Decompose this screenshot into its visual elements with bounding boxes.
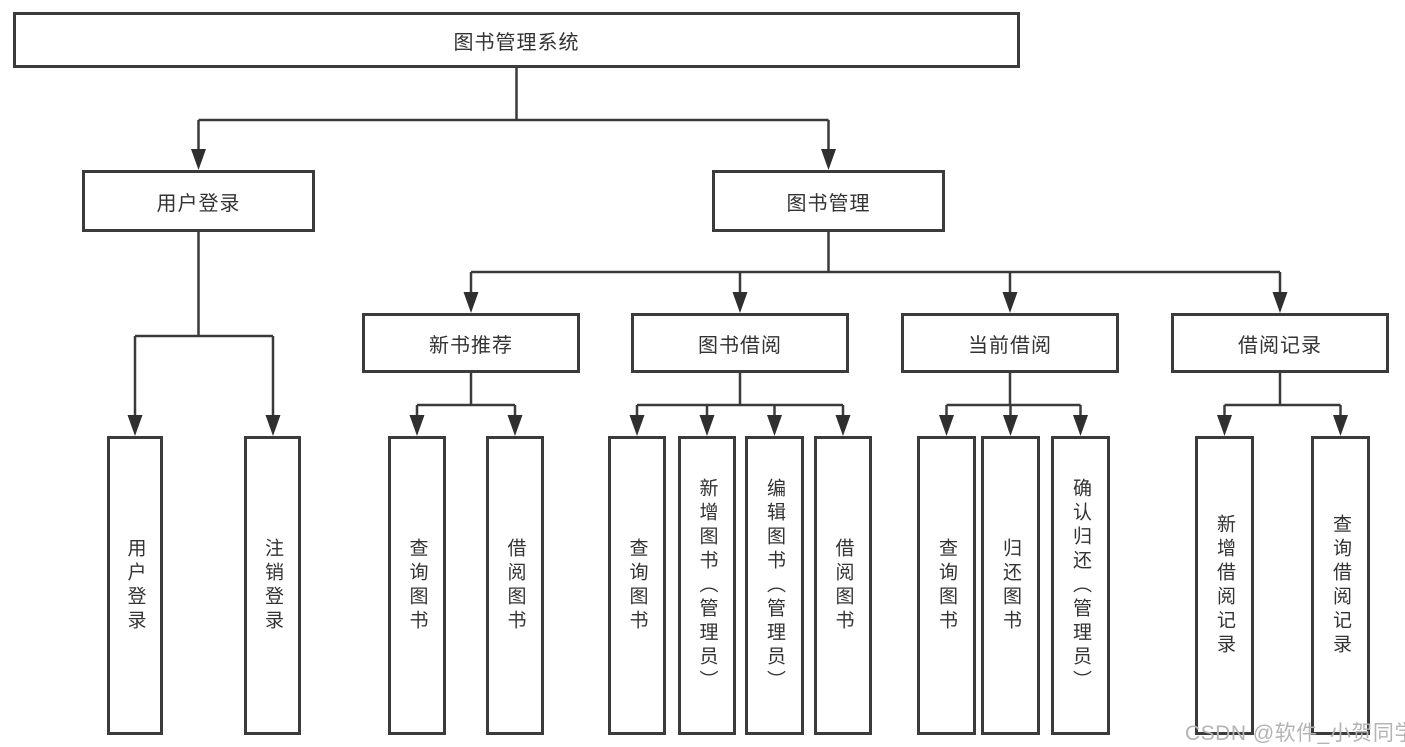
- node-label: 新书推荐: [429, 334, 513, 357]
- node-label: 确认归还（管理员）: [1070, 477, 1091, 694]
- leaf-add-book-admin: 新增图书（管理员）: [678, 436, 736, 735]
- node-label: 借阅图书: [504, 537, 526, 634]
- node-label: 查询图书: [406, 537, 428, 634]
- leaf-query-books-2: 查询图书: [608, 436, 666, 735]
- leaf-borrow-books-1: 借阅图书: [486, 436, 544, 735]
- node-label: 当前借阅: [968, 334, 1052, 357]
- node-book-borrowing: 图书借阅: [631, 313, 849, 373]
- leaf-edit-book-admin: 编辑图书（管理员）: [745, 436, 804, 735]
- node-new-book-recommendation: 新书推荐: [362, 313, 580, 373]
- leaf-query-books-3: 查询图书: [917, 436, 976, 735]
- leaf-return-book: 归还图书: [981, 436, 1040, 735]
- node-book-management: 图书管理: [712, 170, 945, 232]
- leaf-add-borrow-record: 新增借阅记录: [1195, 436, 1254, 735]
- arrowhead-icons: [127, 149, 1348, 436]
- csdn-watermark: CSDN @软件_小贺同学: [1185, 722, 1405, 745]
- node-borrowing-records: 借阅记录: [1171, 313, 1389, 373]
- node-label: 注销登录: [262, 537, 283, 634]
- node-label: 查询图书: [626, 537, 648, 634]
- node-label: 编辑图书（管理员）: [764, 477, 785, 694]
- node-user-login: 用户登录: [82, 170, 315, 232]
- leaf-user-login: 用户登录: [107, 436, 163, 735]
- leaf-query-books-1: 查询图书: [388, 436, 446, 735]
- node-label: 查询图书: [936, 537, 957, 634]
- node-label: 图书管理系统: [453, 31, 580, 54]
- node-label: 新增图书（管理员）: [696, 477, 718, 694]
- leaf-borrow-books-2: 借阅图书: [814, 436, 872, 735]
- leaf-logout: 注销登录: [244, 436, 301, 735]
- leaf-query-borrow-record: 查询借阅记录: [1311, 436, 1370, 735]
- node-label: 查询借阅记录: [1330, 513, 1351, 658]
- node-label: 用户登录: [156, 192, 241, 215]
- node-root-library-management-system: 图书管理系统: [13, 12, 1020, 68]
- node-label: 图书管理: [786, 192, 871, 215]
- leaf-confirm-return-admin: 确认归还（管理员）: [1051, 436, 1110, 735]
- node-label: 归还图书: [1000, 537, 1021, 634]
- node-label: 新增借阅记录: [1214, 513, 1235, 658]
- node-label: 借阅记录: [1238, 334, 1322, 357]
- node-label: 图书借阅: [698, 334, 782, 357]
- node-label: 用户登录: [124, 537, 146, 634]
- node-label: 借阅图书: [832, 537, 854, 634]
- node-current-borrowing: 当前借阅: [901, 313, 1119, 373]
